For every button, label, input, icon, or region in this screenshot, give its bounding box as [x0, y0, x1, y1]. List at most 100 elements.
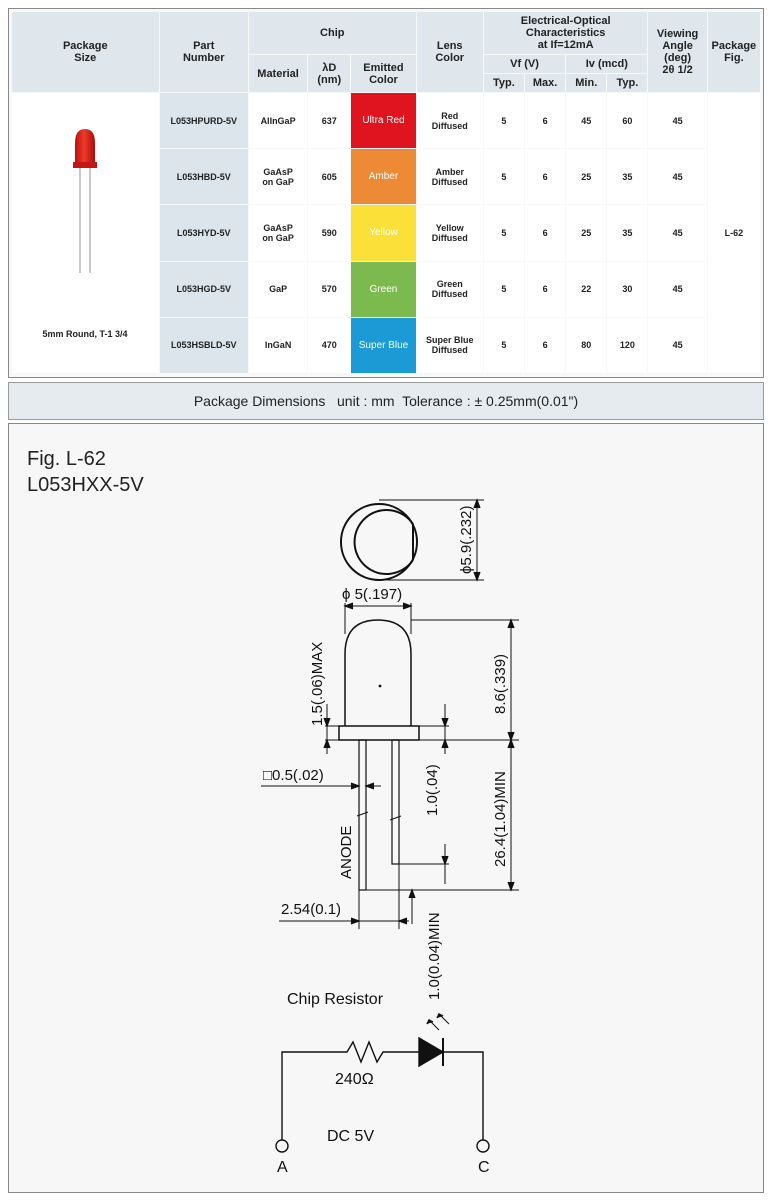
dim-lead-square: □0.5(.02) — [263, 767, 324, 784]
terminal-c-label: C — [478, 1159, 490, 1176]
emitted-color: Ultra Red — [351, 93, 416, 149]
circuit-schematic — [275, 1013, 490, 1153]
figure-model: L053HXX-5V — [27, 474, 144, 496]
package-dimensions-text: Package Dimensions unit : mm Tolerance :… — [193, 393, 579, 409]
terminal-c-symbol — [476, 1139, 490, 1153]
viewing-angle: 45 — [648, 149, 707, 205]
header-chip: Chip — [248, 12, 416, 54]
iv-typ: 30 — [607, 261, 648, 317]
dim-flange: 1.5(.06)MAX — [309, 642, 326, 726]
vf-max: 6 — [525, 93, 566, 149]
material: InGaN — [248, 317, 308, 373]
led-thumbnail: 5mm Round, T-1 3/4 — [42, 129, 128, 339]
header-iv-min: Min. — [566, 74, 607, 92]
dim-lead-length: 26.4(1.04)MIN — [492, 771, 509, 867]
vf-typ: 5 — [483, 317, 525, 373]
iv-min: 80 — [566, 317, 607, 373]
vf-max: 6 — [525, 261, 566, 317]
iv-min: 22 — [566, 261, 607, 317]
package-fig: L-62 — [707, 93, 760, 373]
table-row: L053HSBLD-5V InGaN 470 Super Blue Super … — [12, 317, 760, 373]
dim-height: 8.6(.339) — [492, 654, 509, 714]
iv-typ: 35 — [607, 149, 648, 205]
dim-lead-min: 1.0(0.04)MIN — [426, 912, 443, 1000]
viewing-angle: 45 — [648, 261, 707, 317]
package-dimensions-bar: Package Dimensions unit : mm Tolerance :… — [8, 382, 764, 420]
chip-resistor-label: Chip Resistor — [287, 991, 384, 1008]
iv-min: 45 — [566, 93, 607, 149]
wavelength: 605 — [308, 149, 351, 205]
emitted-color: Yellow — [351, 205, 416, 261]
figure-frame: Fig. L-62 L053HXX-5V ϕ5.9(.232) ϕ 5(.197… — [8, 423, 764, 1193]
figure-label: Fig. L-62 — [27, 448, 106, 470]
material: GaP — [248, 261, 308, 317]
iv-min: 25 — [566, 205, 607, 261]
part-number: L053HGD-5V — [159, 261, 248, 317]
header-vf-max: Max. — [525, 74, 566, 92]
viewing-angle: 45 — [648, 205, 707, 261]
vf-max: 6 — [525, 205, 566, 261]
part-number: L053HYD-5V — [159, 205, 248, 261]
vf-typ: 5 — [483, 149, 525, 205]
wavelength: 570 — [308, 261, 351, 317]
package-label: 5mm Round, T-1 3/4 — [42, 329, 127, 339]
led-side-view — [338, 619, 420, 891]
wavelength: 637 — [308, 93, 351, 149]
wavelength: 590 — [308, 205, 351, 261]
header-wavelength: λD(nm) — [308, 55, 351, 92]
vf-typ: 5 — [483, 261, 525, 317]
vf-typ: 5 — [483, 205, 525, 261]
emitted-color: Amber — [351, 149, 416, 205]
terminal-a-symbol — [275, 1139, 289, 1153]
viewing-angle: 45 — [648, 317, 707, 373]
terminal-a-label: A — [277, 1159, 288, 1176]
header-iv-typ: Typ. — [607, 74, 648, 92]
part-number: L053HBD-5V — [159, 149, 248, 205]
resistance-value: 240Ω — [335, 1071, 374, 1088]
vf-max: 6 — [525, 149, 566, 205]
dim-body-diameter: ϕ 5(.197) — [342, 586, 402, 603]
table-row: 5mm Round, T-1 3/4 L053HPURD-5V AlInGaP … — [12, 93, 760, 373]
led-flange — [73, 162, 97, 168]
iv-typ: 120 — [607, 317, 648, 373]
wavelength: 470 — [308, 317, 351, 373]
header-iv: Iv (mcd) — [566, 55, 648, 73]
part-number: L053HSBLD-5V — [159, 317, 248, 373]
vf-typ: 5 — [483, 93, 525, 149]
supply-voltage: DC 5V — [327, 1128, 374, 1145]
header-material: Material — [248, 55, 308, 92]
led-dome — [75, 129, 95, 163]
anode-label: ANODE — [338, 826, 355, 879]
material: AlInGaP — [248, 93, 308, 149]
package-image-cell: 5mm Round, T-1 3/4 — [12, 93, 159, 373]
part-number: L053HPURD-5V — [159, 93, 248, 149]
header-vf: Vf (V) — [483, 55, 566, 73]
iv-typ: 35 — [607, 205, 648, 261]
dimension-drawing: ϕ5.9(.232) ϕ 5(.197) 8.6(.339) 26.4 — [261, 498, 519, 1176]
dim-lead-offset: 1.0(.04) — [424, 764, 441, 816]
iv-min: 25 — [566, 149, 607, 205]
dim-outer-diameter: ϕ5.9(.232) — [458, 506, 475, 574]
vf-max: 6 — [525, 317, 566, 373]
led-top-view — [340, 498, 484, 582]
emitted-color: Green — [351, 261, 416, 317]
led-diode-symbol — [418, 1036, 445, 1068]
